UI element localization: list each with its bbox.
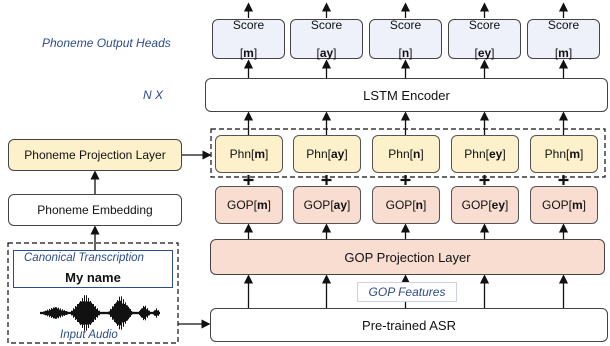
plus-icon-1 <box>243 175 254 185</box>
input-group-dashed-box <box>7 242 179 344</box>
phn-box-3: Phn[n] <box>372 135 440 173</box>
gop-box-2: GOP[ay] <box>293 186 361 224</box>
phoneme-embedding-box: Phoneme Embedding <box>8 194 182 226</box>
phn-box-2-phoneme: ay <box>331 147 345 161</box>
nx-label: N X <box>143 88 164 102</box>
gop-box-5-prefix: GOP <box>541 198 569 212</box>
phn-box-1-phoneme: m <box>254 147 266 161</box>
score-box-4: Score[ey] <box>448 18 521 60</box>
phn-box-3-prefix: Phn <box>388 147 410 161</box>
phoneme-embedding-label: Phoneme Embedding <box>37 203 153 217</box>
gop-box-1-prefix: GOP <box>226 198 254 212</box>
gop-box-3-phoneme: n <box>415 198 423 212</box>
pretrained-asr-label: Pre-trained ASR <box>362 317 456 333</box>
score-box-1: Score[m] <box>212 18 285 60</box>
gop-box-5-phoneme: m <box>572 198 583 212</box>
score-box-1-prefix: Score <box>232 18 265 32</box>
phoneme-output-heads-label: Phoneme Output Heads <box>42 36 171 50</box>
canonical-transcription-text: My name <box>65 270 121 285</box>
canonical-transcription-box: Canonical Transcription My name <box>13 250 173 288</box>
phoneme-projection-layer-label: Phoneme Projection Layer <box>24 148 166 162</box>
canonical-transcription-label: Canonical Transcription <box>24 252 144 264</box>
phn-group-dashed-box <box>210 128 606 178</box>
score-box-4-phoneme: ey <box>477 46 492 60</box>
gop-box-1-phoneme: m <box>257 198 268 212</box>
phn-box-5: Phn[m] <box>530 135 598 173</box>
phn-box-1-prefix: Phn <box>229 147 251 161</box>
phn-box-3-phoneme: n <box>413 147 421 161</box>
gop-box-4: GOP[ey] <box>451 186 519 224</box>
lstm-encoder-label: LSTM Encoder <box>363 87 450 103</box>
phn-box-5-phoneme: m <box>569 147 581 161</box>
gop-box-2-phoneme: ay <box>333 198 348 212</box>
score-box-1-phoneme: m <box>243 46 254 60</box>
phoneme-projection-layer-box: Phoneme Projection Layer <box>8 139 182 171</box>
gop-box-1: GOP[m] <box>215 186 283 224</box>
phn-box-2-prefix: Phn <box>306 147 328 161</box>
input-audio-label: Input Audio <box>60 329 118 341</box>
phn-box-4-phoneme: ey <box>489 147 503 161</box>
gop-box-5: GOP[m] <box>530 186 598 224</box>
score-box-4-prefix: Score <box>468 18 501 32</box>
gop-box-2-prefix: GOP <box>303 198 331 212</box>
score-box-5-phoneme: m <box>558 46 569 60</box>
gop-features-label: GOP Features <box>357 282 457 302</box>
score-box-5-prefix: Score <box>547 18 580 32</box>
phn-box-4-prefix: Phn <box>464 147 486 161</box>
pretrained-asr-box: Pre-trained ASR <box>210 308 608 342</box>
phn-box-1: Phn[m] <box>215 135 283 173</box>
score-box-3-prefix: Score <box>389 18 422 32</box>
gop-projection-layer-box: GOP Projection Layer <box>210 239 605 275</box>
gop-box-4-phoneme: ey <box>491 198 506 212</box>
phn-box-5-prefix: Phn <box>544 147 566 161</box>
lstm-encoder-box: LSTM Encoder <box>205 78 608 112</box>
score-box-3-phoneme: n <box>401 46 410 60</box>
phn-box-2: Phn[ay] <box>293 135 361 173</box>
gop-box-4-prefix: GOP <box>461 198 489 212</box>
gop-box-3: GOP[n] <box>372 186 440 224</box>
score-box-5: Score[m] <box>527 18 600 60</box>
phn-box-4: Phn[ey] <box>451 135 519 173</box>
gop-box-3-prefix: GOP <box>385 198 413 212</box>
score-box-2: Score[ay] <box>290 18 363 60</box>
score-box-2-prefix: Score <box>310 18 343 32</box>
score-box-3: Score[n] <box>369 18 442 60</box>
gop-projection-layer-label: GOP Projection Layer <box>344 249 471 265</box>
score-box-2-phoneme: ay <box>319 46 334 60</box>
